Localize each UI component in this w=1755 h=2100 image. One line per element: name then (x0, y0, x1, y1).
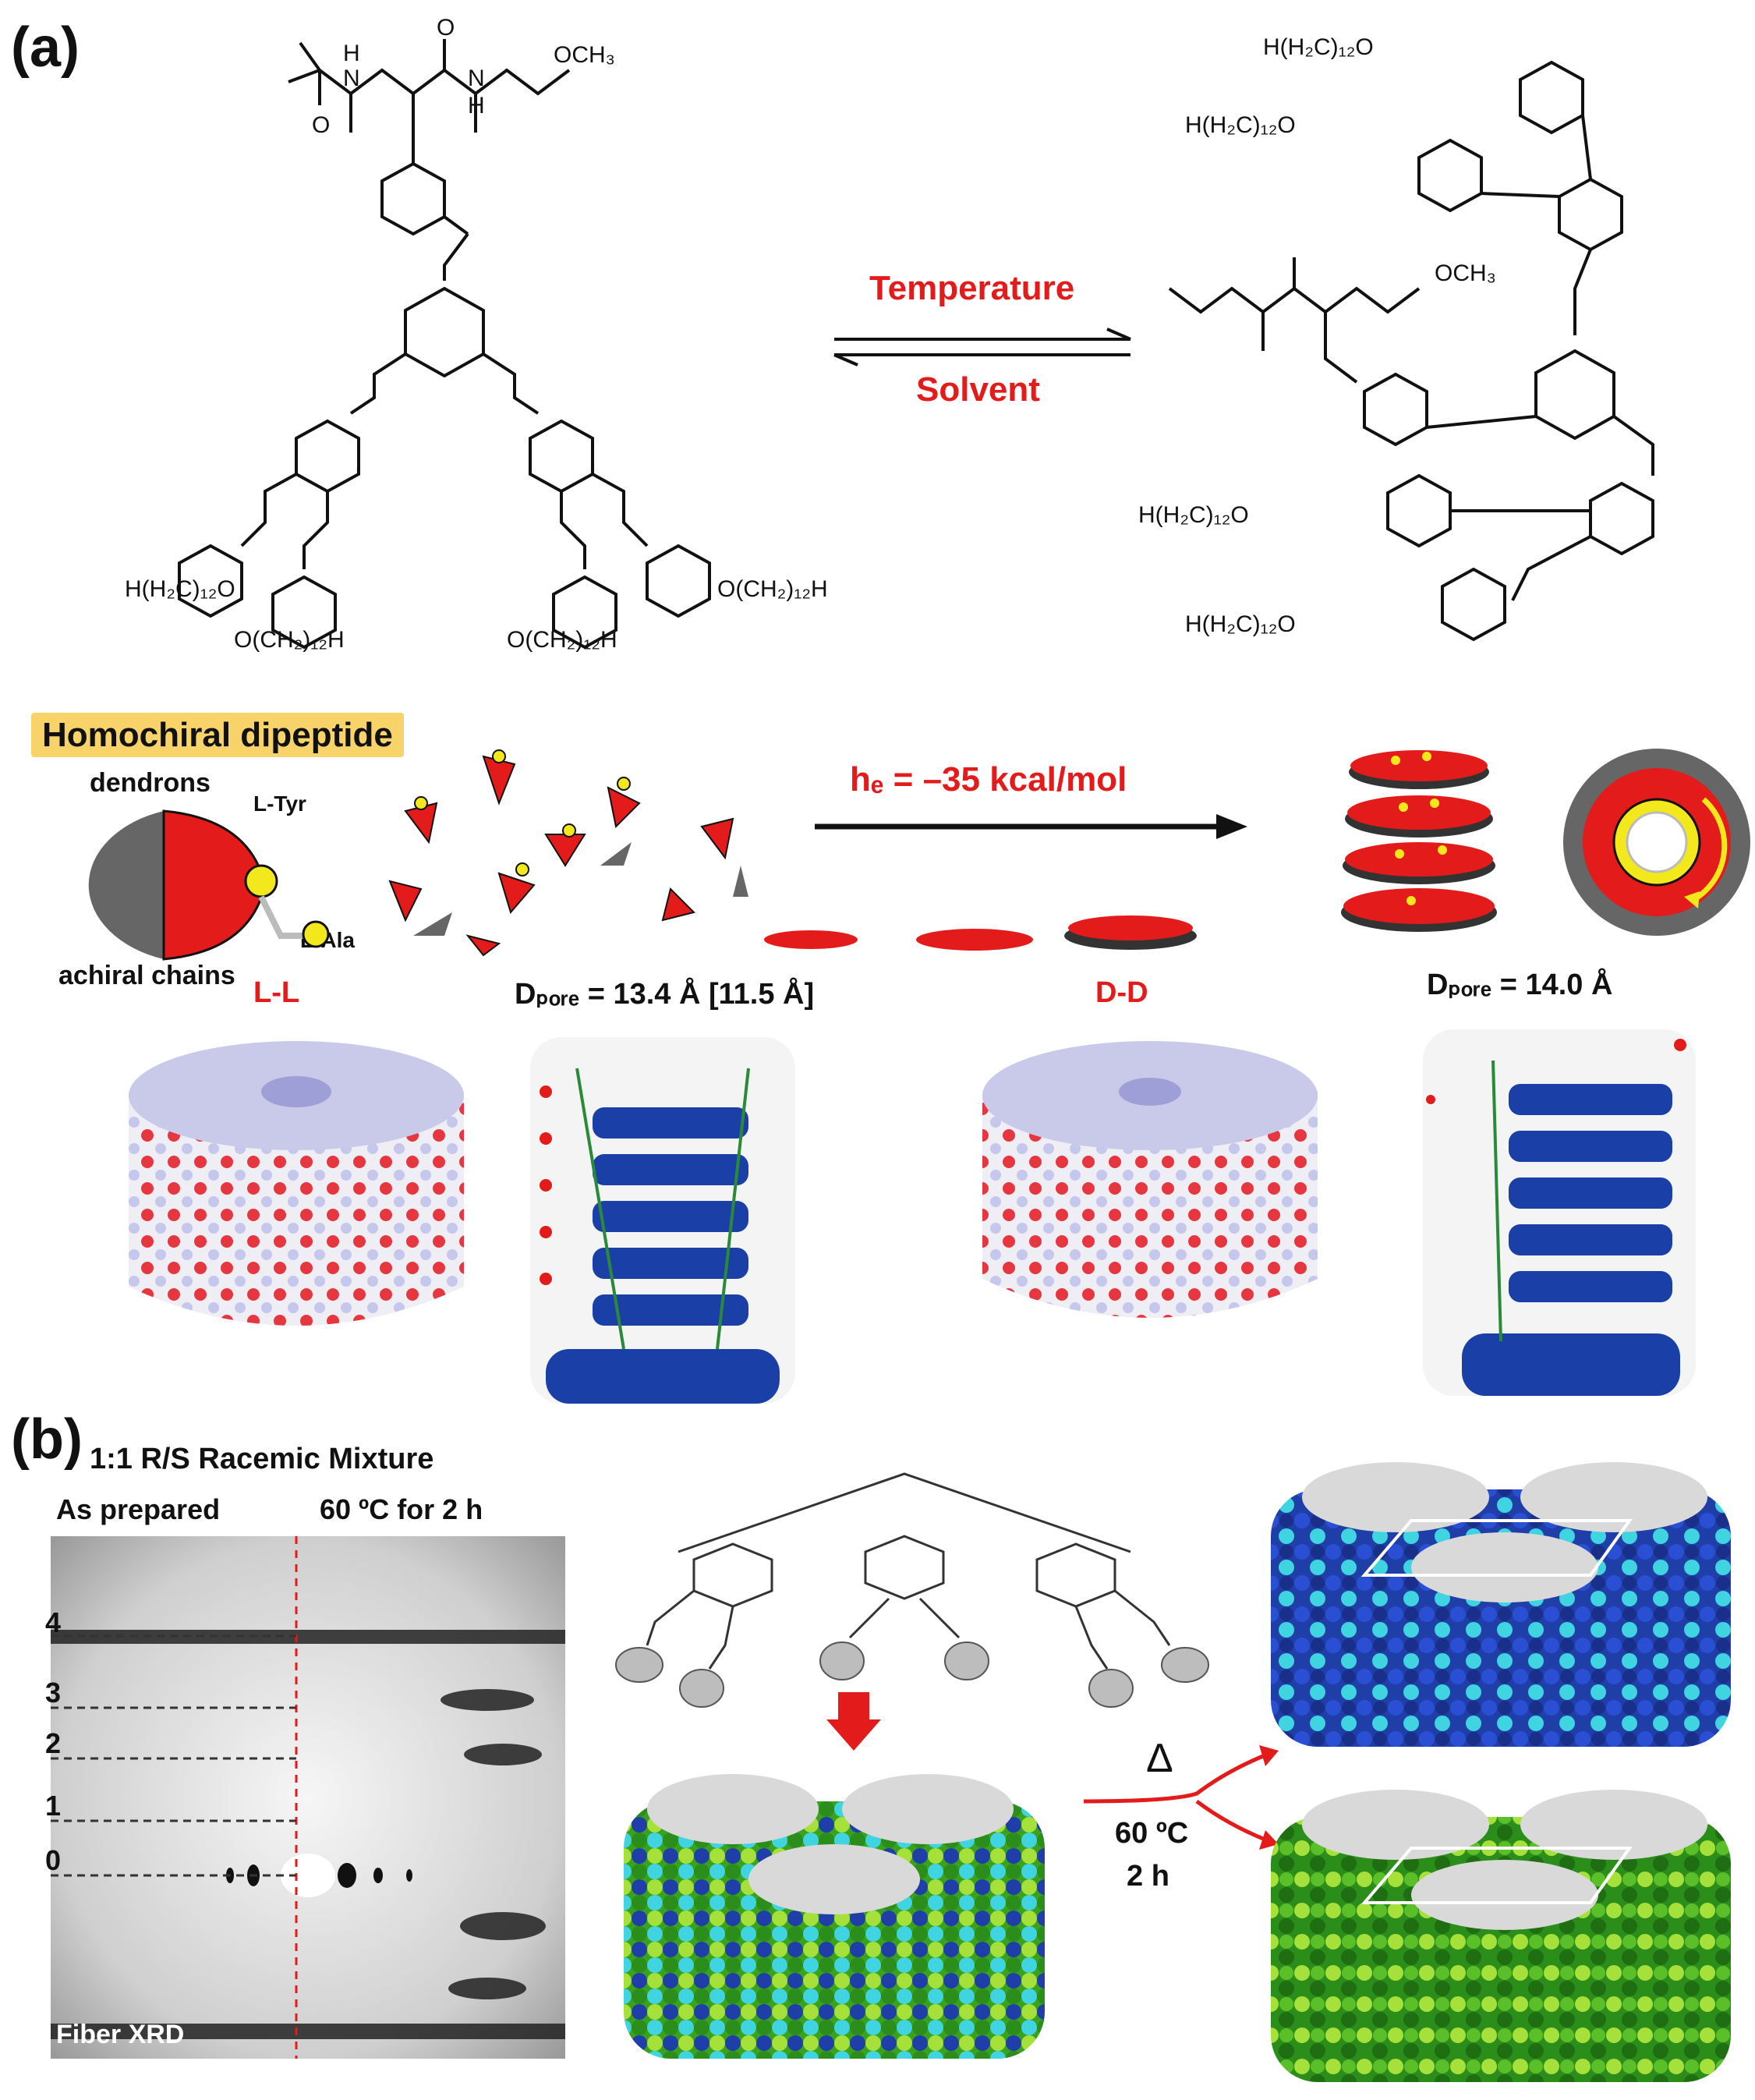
layer-line-2: 2 (45, 1727, 62, 1759)
panel-b-label: (b) (11, 1408, 83, 1471)
solvent-label: Solvent (916, 370, 1040, 409)
pore-diameter-1: Dₚₒᵣₑ = 13.4 Å [11.5 Å] (515, 978, 815, 1011)
racemic-mixture-title: 1:1 R/S Racemic Mixture (90, 1443, 434, 1475)
condition-temperature: 60 ºC (1115, 1817, 1189, 1850)
nh-label-2: H (468, 93, 485, 119)
ll-label: L-L (253, 976, 300, 1009)
layer-line-3: 3 (45, 1677, 62, 1709)
l-tyr-label: L-Tyr (253, 791, 306, 816)
pore-diameter-2: Dₚₒᵣₑ = 14.0 Å (1427, 969, 1613, 1001)
self-assembly-cartoon (388, 749, 1197, 957)
mixed-columnar-lattice (624, 1774, 1045, 2059)
ll-column-stack-model (530, 1037, 795, 1404)
energy-label: hₑ = –35 kcal/mol (850, 760, 1127, 799)
right-alkyl-label-3: H(H₂C)₁₂O (1138, 502, 1249, 528)
ll-surface-model (129, 1041, 464, 1326)
layer-line-4: 4 (45, 1606, 62, 1638)
dendron-teardrop-cartoon (615, 1472, 1209, 1708)
fiber-xrd-pattern (51, 1536, 565, 2059)
column-top-view (1563, 749, 1750, 936)
n-label-1: N (343, 66, 360, 91)
achiral-chains-label: achiral chains (58, 961, 235, 990)
dd-label: D-D (1095, 976, 1148, 1009)
delta-symbol: Δ (1146, 1736, 1173, 1781)
right-alkyl-label-2: H(H₂C)₁₂O (1185, 112, 1296, 138)
stacked-column-cartoon (1341, 750, 1497, 932)
alkyl-chain-label-1: H(H₂C)₁₂O (125, 576, 235, 602)
homochiral-badge: Homochiral dipeptide (31, 713, 404, 757)
condition-time: 2 h (1127, 1860, 1169, 1893)
split-arrow (1083, 1745, 1279, 1850)
as-prepared-label: As prepared (56, 1493, 221, 1525)
nh-label-1: H (343, 41, 360, 66)
panel-a-label: (a) (11, 16, 80, 79)
alkyl-chain-label-4: O(CH₂)₁₂H (507, 627, 617, 653)
right-dendron-molecule: H(H₂C)₁₂O H(H₂C)₁₂O OCH₃ H(H₂C)₁₂O H(H₂C… (1138, 34, 1654, 642)
right-alkyl-label-4: H(H₂C)₁₂O (1185, 611, 1296, 637)
green-lattice (1271, 1790, 1731, 2082)
down-arrow-icon (826, 1692, 881, 1751)
alkyl-chain-label-3: O(CH₂)₁₂H (234, 627, 345, 653)
fiber-xrd-label: Fiber XRD (56, 2020, 185, 2049)
right-och3-label: OCH₃ (1435, 260, 1496, 286)
o-label-1: O (312, 112, 330, 138)
blue-cyan-lattice (1271, 1462, 1731, 1747)
assembly-arrow (815, 814, 1247, 839)
alkyl-chain-label-2: O(CH₂)₁₂H (717, 576, 828, 602)
o-label-2: O (437, 15, 455, 41)
n-label-2: N (468, 66, 485, 91)
dd-surface-model (982, 1041, 1318, 1318)
dendrons-label: dendrons (90, 768, 211, 798)
right-alkyl-label-1: H(H₂C)₁₂O (1263, 34, 1374, 60)
dendron-wedge-cartoon (88, 809, 330, 961)
layer-line-0: 0 (45, 1844, 62, 1876)
left-dendron-molecule: H N O O N H OCH₃ H(H₂C)₁₂O O(CH₂)₁₂H O(C… (125, 15, 828, 653)
och3-label: OCH₃ (554, 42, 615, 68)
equilibrium-arrows (833, 328, 1131, 367)
annealed-label: 60 ºC for 2 h (320, 1493, 483, 1525)
dd-column-stack-model (1423, 1029, 1696, 1396)
layer-line-1: 1 (45, 1790, 62, 1822)
temperature-label: Temperature (869, 269, 1075, 307)
